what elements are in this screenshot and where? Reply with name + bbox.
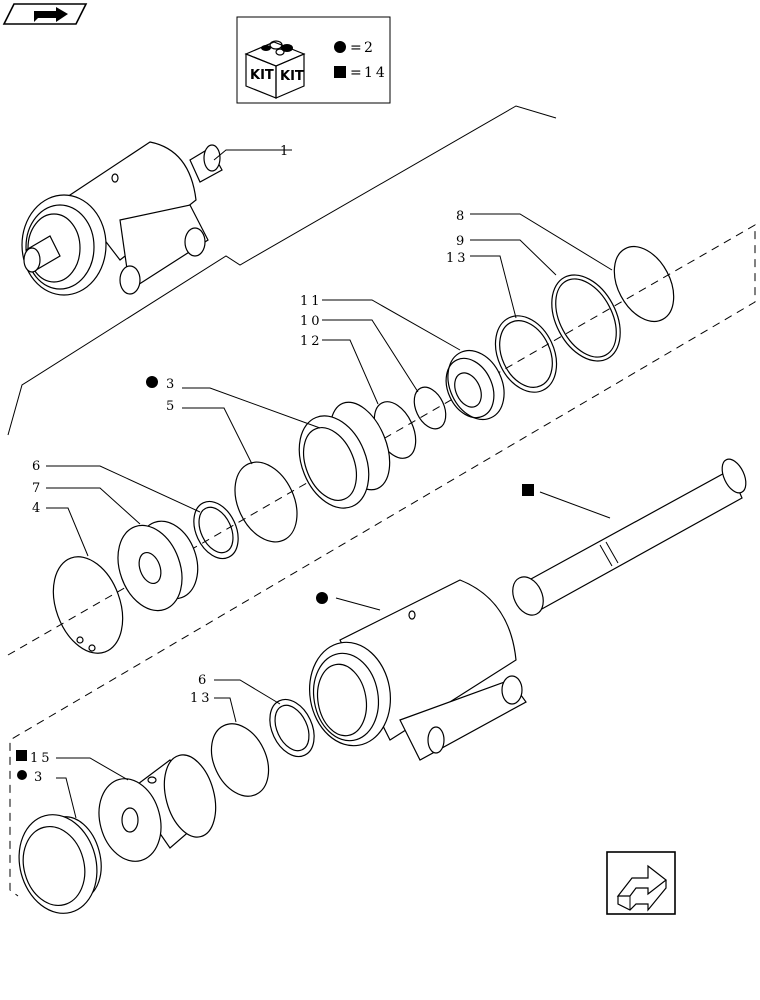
callout-15: 15 — [30, 751, 53, 766]
callout-7: 7 — [32, 481, 43, 496]
callouts: 1 8 9 13 11 10 12 3 5 6 7 4 6 13 15 3 — [16, 144, 534, 785]
assembly-outline — [7, 105, 557, 436]
callout-9: 9 — [456, 234, 467, 249]
callout-13-lower: 13 — [190, 691, 213, 706]
ring-9 — [551, 274, 621, 362]
legend-circle-value: 2 — [364, 40, 376, 56]
subassembly-boundary-dashed — [7, 224, 756, 897]
callout-3-lower: 3 — [34, 770, 45, 785]
callout-1: 1 — [280, 144, 291, 159]
legend-square-symbol — [334, 66, 346, 78]
piston-rod — [512, 458, 747, 616]
callout-11: 11 — [300, 294, 323, 309]
back-arrow-icon[interactable] — [2, 3, 88, 25]
piston-3-lower — [18, 814, 102, 914]
legend-equals-2: = — [350, 65, 365, 81]
assembled-cylinder — [21, 141, 223, 296]
callout-3-circle-symbol — [146, 376, 158, 388]
callout-5: 5 — [166, 399, 177, 414]
piston-3 — [298, 401, 391, 509]
callout-4: 4 — [32, 501, 43, 516]
ring-13-upper — [494, 315, 558, 393]
snap-ring-4 — [52, 556, 124, 654]
ring-5 — [234, 461, 298, 543]
kit-label-right: KIT — [280, 69, 304, 84]
legend-circle-symbol — [334, 41, 346, 53]
callout-6-upper: 6 — [32, 459, 43, 474]
callout-barrel-circle-symbol — [316, 592, 328, 604]
kit-legend-box: KIT KIT = 2 = 14 — [236, 16, 391, 104]
callout-8: 8 — [456, 209, 467, 224]
kit-box-icon: KIT KIT — [244, 40, 306, 99]
forward-arrow-icon[interactable] — [606, 851, 676, 915]
callout-10: 10 — [300, 314, 323, 329]
ring-10 — [413, 386, 447, 430]
ring-6-upper — [193, 500, 239, 560]
callout-6-lower: 6 — [198, 673, 209, 688]
ring-6-lower — [269, 698, 315, 758]
callout-15-square-symbol — [16, 750, 27, 761]
callout-13-upper: 13 — [446, 251, 469, 266]
ring-13-lower — [210, 723, 270, 797]
gland-7 — [117, 520, 199, 612]
callout-rod-square-symbol — [522, 484, 534, 496]
callout-3-lower-circle-symbol — [17, 770, 27, 780]
legend-equals-1: = — [350, 40, 365, 56]
ring-8 — [613, 246, 675, 322]
leader-lines — [46, 149, 613, 819]
legend-square-value: 14 — [364, 65, 388, 81]
piston-15 — [98, 754, 217, 862]
callout-12: 12 — [300, 334, 323, 349]
callout-3-upper: 3 — [166, 377, 177, 392]
kit-label-left: KIT — [250, 68, 274, 83]
cylinder-barrel — [308, 579, 527, 761]
seal-11 — [445, 349, 505, 421]
